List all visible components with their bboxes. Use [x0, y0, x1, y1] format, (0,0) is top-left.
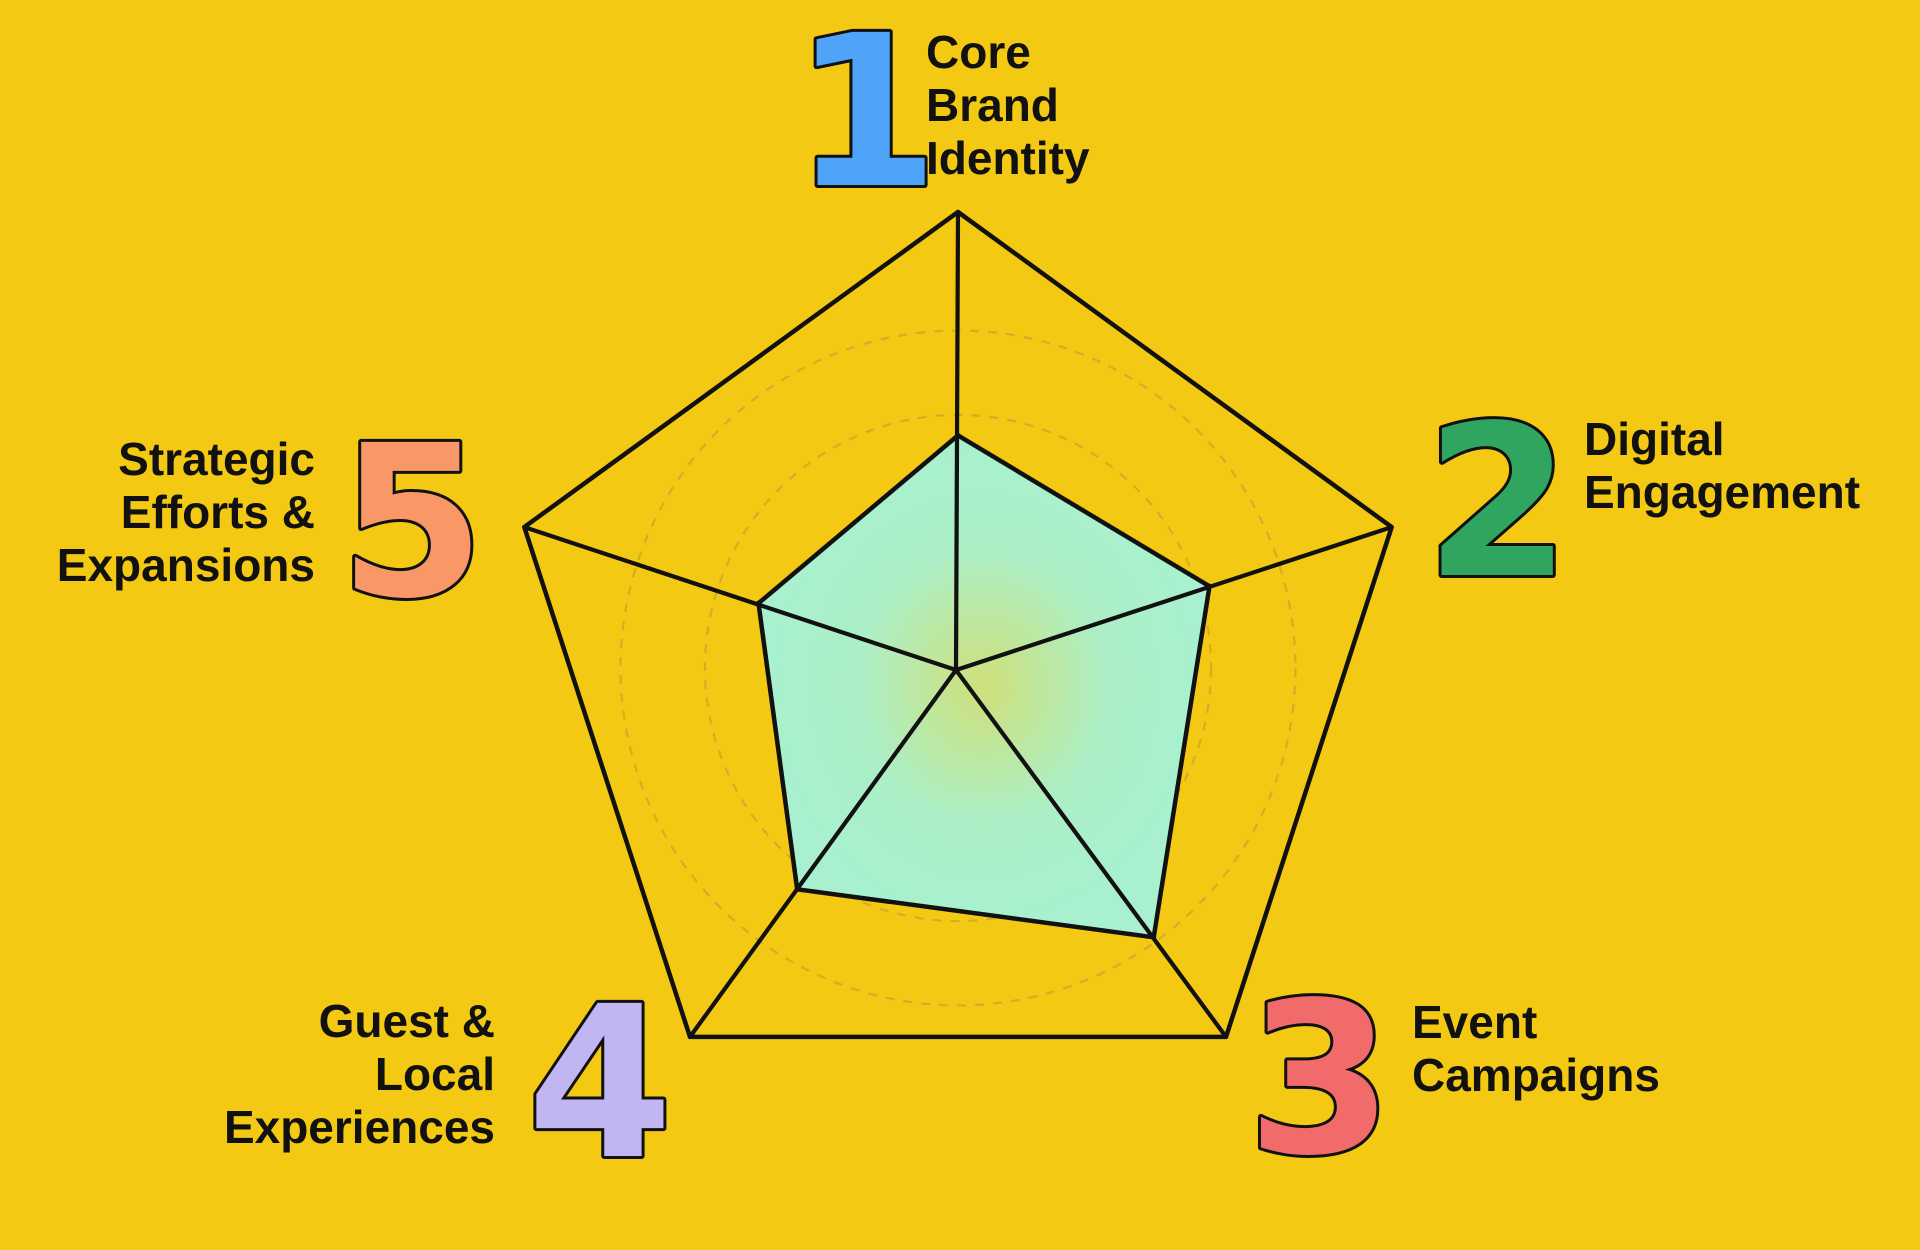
axis-label-line: Identity [926, 132, 1090, 184]
axis-spoke [687, 667, 959, 1040]
axis-label-core-brand-identity: Core Brand Identity [926, 26, 1090, 185]
axis-label-line: Local [374, 1048, 495, 1100]
axis-label-digital-engagement: Digital Engagement [1584, 413, 1860, 519]
axis-number-4: 4 [527, 961, 673, 1206]
axis-label-line: Expansions [56, 539, 315, 591]
axis-spoke [953, 524, 1394, 673]
axis-label-line: Engagement [1584, 466, 1861, 518]
axis-label-line: Guest & [318, 995, 495, 1047]
axis-label-line: Event [1412, 996, 1538, 1048]
axis-number-5: 5 [339, 400, 485, 645]
axis-label-line: Efforts & [120, 486, 315, 538]
series-area [756, 433, 1212, 940]
axis-label-strategic-efforts-expansions: Strategic Efforts & Expansions [57, 433, 315, 592]
axis-label-line: Campaigns [1412, 1049, 1660, 1101]
frame-layer [522, 209, 1394, 1040]
axis-number-2: 2 [1425, 380, 1571, 625]
axis-label-line: Experiences [223, 1101, 495, 1153]
axis-number-1: 1 [793, 0, 939, 235]
axis-label-line: Core [926, 26, 1031, 78]
axis-label-line: Digital [1584, 413, 1725, 465]
data-layer [756, 432, 1213, 940]
axis-label-event-campaigns: Event Campaigns [1412, 996, 1660, 1102]
axis-spoke [953, 667, 1229, 1040]
axis-label-guest-local-experiences: Guest & Local Experiences [224, 995, 495, 1154]
axis-label-line: Strategic [118, 433, 315, 485]
axis-spoke [953, 209, 961, 673]
outer-frame [522, 209, 1394, 1040]
axis-spoke [522, 524, 959, 673]
axis-number-3: 3 [1247, 957, 1393, 1202]
axis-numbers: 1 2 3 4 5 [336, 0, 1574, 1209]
axis-label-line: Brand [926, 79, 1059, 131]
